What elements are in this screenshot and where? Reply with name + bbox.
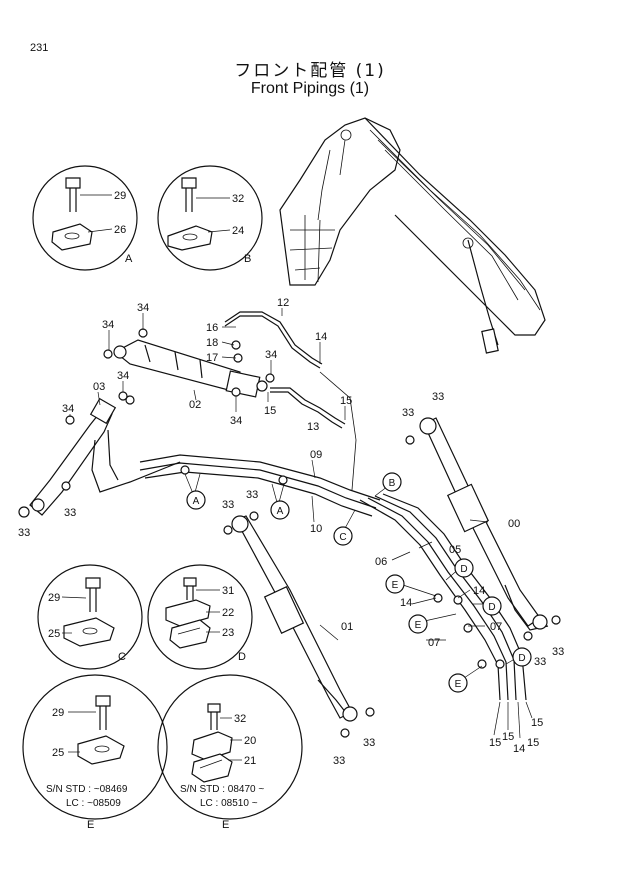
- part-number-33: 33: [402, 407, 414, 419]
- part-number-20: 20: [244, 735, 256, 747]
- ref-marker-e: E: [415, 620, 422, 631]
- part-number-05: 05: [449, 544, 461, 556]
- part-number-29: 29: [114, 190, 126, 202]
- part-number-24: 24: [232, 225, 244, 237]
- part-number-33: 33: [363, 737, 375, 749]
- main-part-numbers: 12 16 18 17 14 34 34 34 34 34 34 03 02 1…: [18, 297, 564, 767]
- part-number-33: 33: [222, 499, 234, 511]
- part-number-34: 34: [117, 370, 129, 382]
- part-number-02: 02: [189, 399, 201, 411]
- part-number-15: 15: [527, 737, 539, 749]
- part-number-15: 15: [531, 717, 543, 729]
- reference-markers: A A B C D D D E E E: [186, 472, 532, 693]
- detail-letter-e: E: [87, 819, 94, 831]
- part-number-33: 33: [333, 755, 345, 767]
- detail-c-callout: 29 25 C: [37, 564, 143, 670]
- detail-letter-a: A: [125, 253, 133, 265]
- ref-marker-e: E: [392, 580, 399, 591]
- ref-marker-d: D: [488, 602, 495, 613]
- part-number-14: 14: [513, 743, 525, 755]
- serial-range-std-old: S/N STD : ~08469: [46, 784, 128, 795]
- part-number-25: 25: [52, 747, 64, 759]
- boom-cylinder-00: [405, 417, 561, 641]
- part-number-31: 31: [222, 585, 234, 597]
- part-number-07: 07: [490, 621, 502, 633]
- leader-lines: [69, 308, 533, 739]
- detail-b-callout: 32 24 B: [157, 165, 263, 271]
- page-title-english: Front Pipings (1): [250, 80, 370, 97]
- part-number-23: 23: [222, 627, 234, 639]
- part-number-14: 14: [473, 585, 485, 597]
- detail-d-callout: 31 22 23 D: [147, 564, 253, 670]
- part-number-16: 16: [206, 322, 218, 334]
- part-number-03: 03: [93, 381, 105, 393]
- part-number-13: 13: [307, 421, 319, 433]
- detail-letter-e: E: [222, 819, 229, 831]
- page-title-japanese: フロント配管 (1): [234, 61, 386, 81]
- part-number-09: 09: [310, 449, 322, 461]
- boom-arm-illustration: [279, 117, 546, 354]
- part-number-01: 01: [341, 621, 353, 633]
- ref-marker-b: B: [389, 478, 396, 489]
- detail-letter-d: D: [238, 651, 246, 663]
- serial-range-lc-new: LC : 08510 ~: [200, 798, 258, 809]
- detail-e-new-callout: 32 20 21 S/N STD : 08470 ~ LC : 08510 ~ …: [157, 674, 303, 831]
- part-number-17: 17: [206, 352, 218, 364]
- part-number-33: 33: [64, 507, 76, 519]
- part-number-25: 25: [48, 628, 60, 640]
- part-number-18: 18: [206, 337, 218, 349]
- part-number-26: 26: [114, 224, 126, 236]
- part-number-34: 34: [230, 415, 242, 427]
- part-number-32: 32: [232, 193, 244, 205]
- ref-marker-a: A: [193, 496, 200, 507]
- part-number-33: 33: [534, 656, 546, 668]
- detail-a-callout: 29 26 A: [32, 165, 138, 271]
- detail-letter-c: C: [118, 651, 126, 663]
- part-number-32: 32: [234, 713, 246, 725]
- part-number-00: 00: [508, 518, 520, 530]
- boom-cylinder-01: [223, 511, 375, 738]
- part-number-12: 12: [277, 297, 289, 309]
- part-number-14: 14: [400, 597, 412, 609]
- part-number-06: 06: [375, 556, 387, 568]
- ref-marker-d: D: [460, 564, 467, 575]
- part-number-34: 34: [62, 403, 74, 415]
- part-number-29: 29: [52, 707, 64, 719]
- part-number-34: 34: [137, 302, 149, 314]
- part-number-15: 15: [502, 731, 514, 743]
- part-number-21: 21: [244, 755, 256, 767]
- ref-marker-d: D: [518, 653, 525, 664]
- part-number-10: 10: [310, 523, 322, 535]
- part-number-15: 15: [264, 405, 276, 417]
- part-number-33: 33: [432, 391, 444, 403]
- detail-e-old-callout: 29 25 S/N STD : ~08469 LC : ~08509 E: [22, 674, 168, 831]
- part-number-15: 15: [489, 737, 501, 749]
- serial-range-std-new: S/N STD : 08470 ~: [180, 784, 264, 795]
- ref-marker-c: C: [339, 532, 346, 543]
- part-number-33: 33: [552, 646, 564, 658]
- part-number-33: 33: [246, 489, 258, 501]
- part-number-15: 15: [340, 395, 352, 407]
- hose-lines-05-06-07: [359, 493, 527, 701]
- part-number-34: 34: [102, 319, 114, 331]
- serial-range-lc-old: LC : ~08509: [66, 798, 121, 809]
- ref-marker-a: A: [277, 506, 284, 517]
- part-number-07: 07: [428, 637, 440, 649]
- part-number-33: 33: [18, 527, 30, 539]
- ref-marker-e: E: [455, 679, 462, 690]
- page-number: 231: [30, 42, 49, 54]
- part-number-29: 29: [48, 592, 60, 604]
- bucket-cylinder-assembly: [18, 311, 381, 518]
- part-number-34: 34: [265, 349, 277, 361]
- part-number-14: 14: [315, 331, 327, 343]
- part-number-22: 22: [222, 607, 234, 619]
- detail-letter-b: B: [244, 253, 251, 265]
